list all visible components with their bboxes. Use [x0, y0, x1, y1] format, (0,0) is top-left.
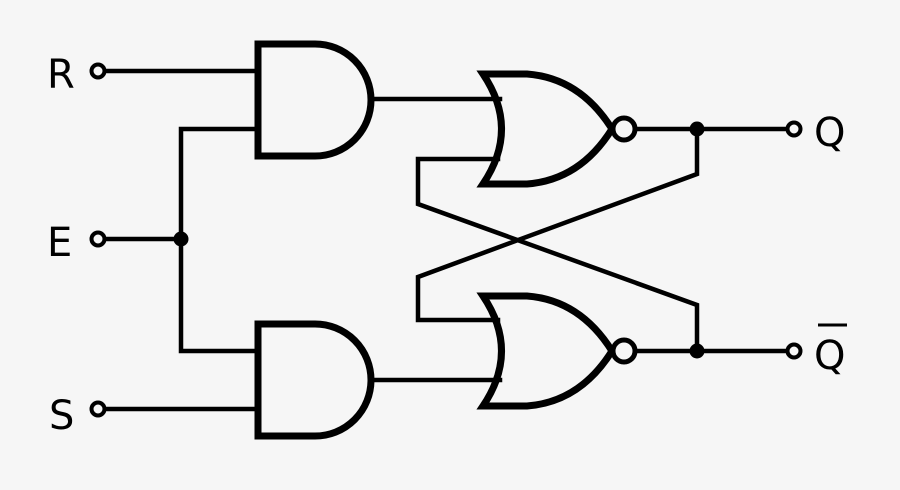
label-e: E — [47, 220, 72, 266]
terminal-qbar — [785, 342, 803, 360]
wire-qbar-feedback — [415, 156, 700, 354]
label-q: Q — [814, 110, 845, 156]
terminal-s — [89, 400, 107, 418]
label-s: S — [49, 393, 74, 439]
wire-e-bus — [178, 126, 261, 354]
terminal-e — [89, 230, 107, 248]
label-r: R — [47, 52, 75, 98]
terminal-q — [785, 120, 803, 138]
wire-q-feedback — [415, 126, 700, 323]
nor-gate-top-bubble — [610, 115, 638, 143]
terminal-r — [89, 62, 107, 80]
junction-q — [689, 121, 705, 137]
wires — [101, 68, 791, 412]
nor-gate-top — [476, 70, 617, 188]
and-gate-bottom — [254, 320, 375, 440]
nor-gate-bottom — [476, 292, 617, 410]
junction-qbar — [689, 343, 705, 359]
and-gate-top — [254, 40, 375, 160]
label-q-bar: Q — [814, 333, 845, 379]
nor-gate-bottom-bubble — [610, 337, 638, 365]
junction-e — [173, 231, 189, 247]
